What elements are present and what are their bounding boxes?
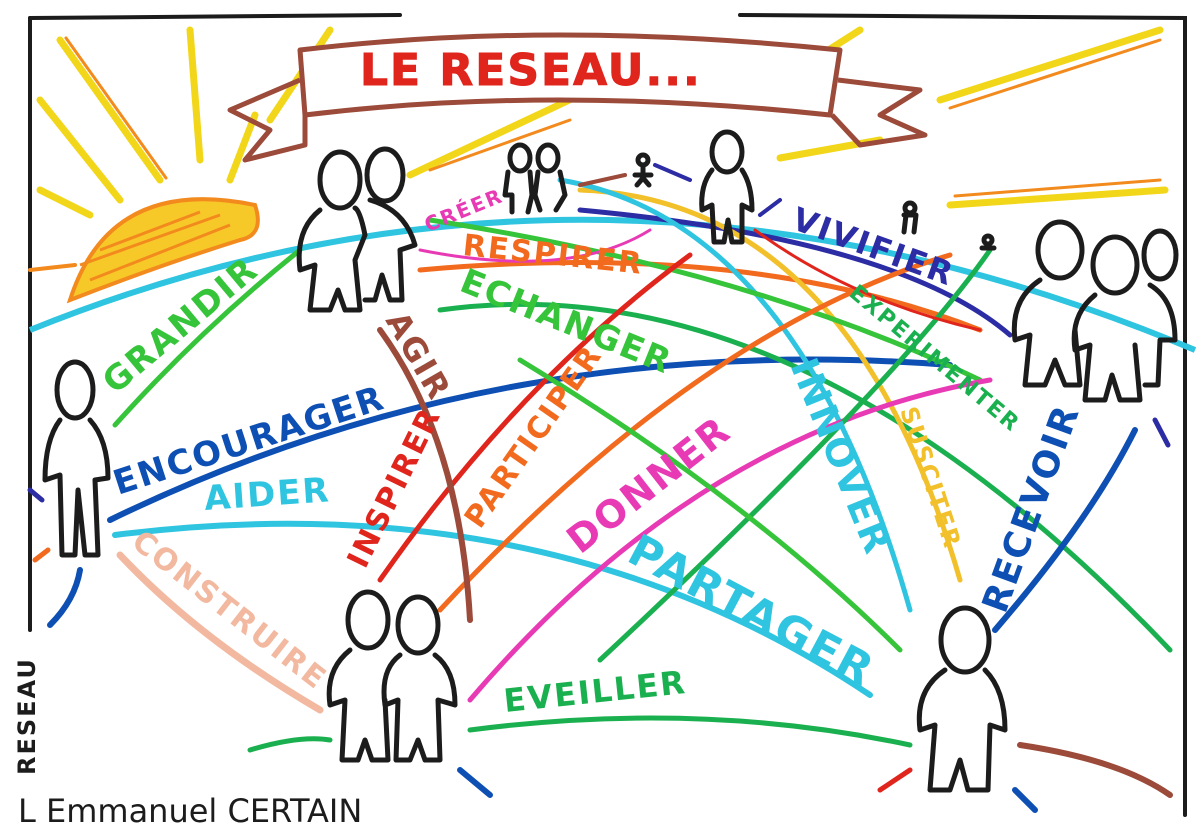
network-lines [27, 163, 1173, 813]
word-susciter: SUSCITER [894, 403, 966, 552]
word-aider: AIDER [203, 470, 332, 519]
person-tiny-icon [632, 152, 997, 251]
person-couple-icon [296, 146, 418, 313]
horizon-line [28, 216, 1197, 353]
word-eveiller: EVEILLER [502, 663, 689, 720]
word-agir: AGIR [378, 305, 459, 407]
frame [28, 13, 1187, 817]
person-icon [42, 359, 111, 558]
person-bottom-right-icon [916, 605, 1008, 793]
page-title: LE RESEAU... [360, 45, 702, 96]
person-single-center-icon [699, 129, 755, 245]
side-label: RESEAU [13, 657, 41, 775]
signature: L Emmanuel CERTAIN [18, 792, 362, 830]
word-construire: CONSTRUIRE [125, 524, 333, 697]
word-inspirer: INSPIRER [341, 402, 449, 573]
sun-icon [66, 197, 260, 304]
person-group-right-icon [1011, 219, 1179, 403]
person-couple-bottom-icon [326, 589, 458, 763]
person-couple-small-icon [502, 142, 568, 215]
title-banner [227, 32, 928, 163]
